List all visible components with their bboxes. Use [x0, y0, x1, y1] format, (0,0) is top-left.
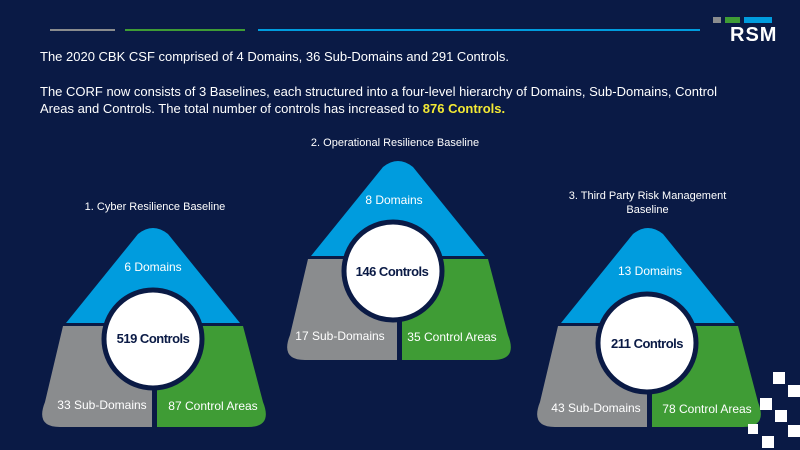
intro-line-1: The 2020 CBK CSF comprised of 4 Domains,… [40, 49, 509, 64]
total-controls-highlight: 876 Controls. [422, 101, 506, 116]
decor-square [760, 398, 772, 410]
decor-square [748, 424, 758, 434]
domains-segment [311, 161, 485, 256]
sub-domains-label: 43 Sub-Domains [551, 401, 640, 415]
logo-bar-gray [713, 17, 721, 23]
control-areas-label: 78 Control Areas [662, 402, 751, 416]
controls-circle [101, 287, 205, 391]
control-areas-label: 35 Control Areas [407, 330, 496, 344]
pyramid-operational-resilience: 8 Domains 146 Controls 17 Sub-Domains 35… [287, 161, 511, 360]
pyramid-cyber-resilience: 6 Domains 519 Controls 33 Sub-Domains 87… [42, 228, 266, 427]
control-areas-label: 87 Control Areas [168, 399, 257, 413]
decor-square [773, 372, 785, 384]
controls-label: 146 Controls [356, 264, 429, 279]
decor-square [775, 410, 787, 422]
baseline-2-title: 2. Operational Resilience Baseline [310, 137, 480, 149]
domains-segment [561, 228, 735, 323]
intro-line-2: The CORF now consists of 3 Baselines, ea… [40, 83, 740, 117]
decor-square [788, 425, 800, 437]
rsm-logo: RSM [730, 24, 778, 46]
decor-square [788, 385, 800, 397]
baseline-3-title: 3. Third Party Risk Management Baseline [568, 190, 727, 216]
controls-label: 211 Controls [611, 336, 683, 351]
controls-label: 519 Controls [117, 331, 190, 346]
domains-label: 8 Domains [365, 193, 422, 207]
intro-line-2-text: The CORF now consists of 3 Baselines, ea… [40, 84, 718, 116]
domains-segment [66, 228, 240, 323]
domains-label: 6 Domains [124, 260, 181, 274]
logo-bar-green [725, 17, 740, 23]
logo-bar-blue [744, 17, 772, 23]
baseline-1-title: 1. Cyber Resilience Baseline [84, 201, 226, 213]
sub-domains-label: 33 Sub-Domains [57, 398, 146, 412]
controls-circle [341, 219, 445, 323]
header-line-green [125, 29, 245, 31]
decor-square [762, 436, 774, 448]
domains-label: 13 Domains [618, 264, 682, 278]
header-line-blue [258, 29, 700, 31]
pyramid-third-party-risk: 13 Domains 211 Controls 43 Sub-Domains 7… [537, 228, 761, 427]
sub-domains-label: 17 Sub-Domains [295, 329, 384, 343]
controls-circle [595, 291, 699, 395]
header-line-gray [50, 29, 115, 31]
